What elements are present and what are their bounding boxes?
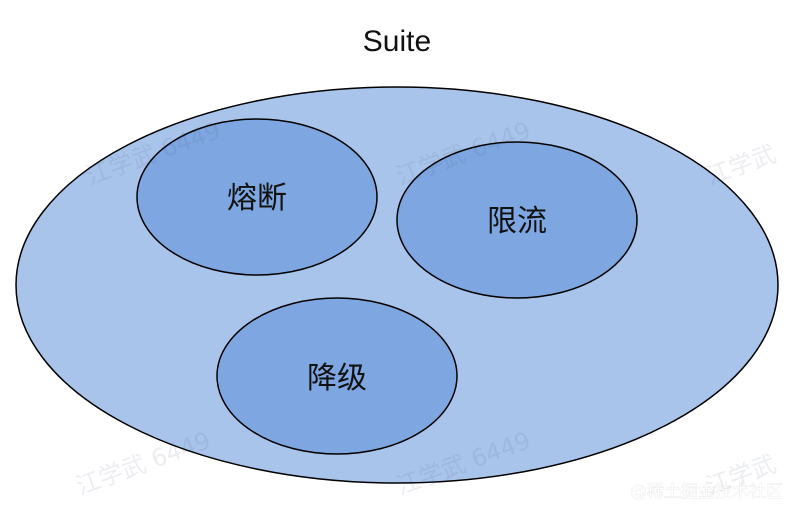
inner-set-ellipse xyxy=(136,118,378,276)
inner-set-ellipse xyxy=(396,141,638,299)
inner-set-rongduan: 熔断 xyxy=(136,118,378,276)
inner-set-xianliu: 限流 xyxy=(396,141,638,299)
watermark-text: 江学武 xyxy=(702,140,779,191)
inner-set-label: 限流 xyxy=(487,204,547,239)
inner-set-jiangji: 降级 xyxy=(216,297,458,455)
inner-set-label: 降级 xyxy=(307,361,367,396)
inner-set-label: 熔断 xyxy=(227,181,287,216)
site-credit-watermark: @稀土掘金技术社区 xyxy=(630,482,783,502)
watermark-text: 江学武 6449 xyxy=(72,426,214,500)
inner-set-ellipse xyxy=(216,297,458,455)
diagram-title: Suite xyxy=(363,25,431,58)
